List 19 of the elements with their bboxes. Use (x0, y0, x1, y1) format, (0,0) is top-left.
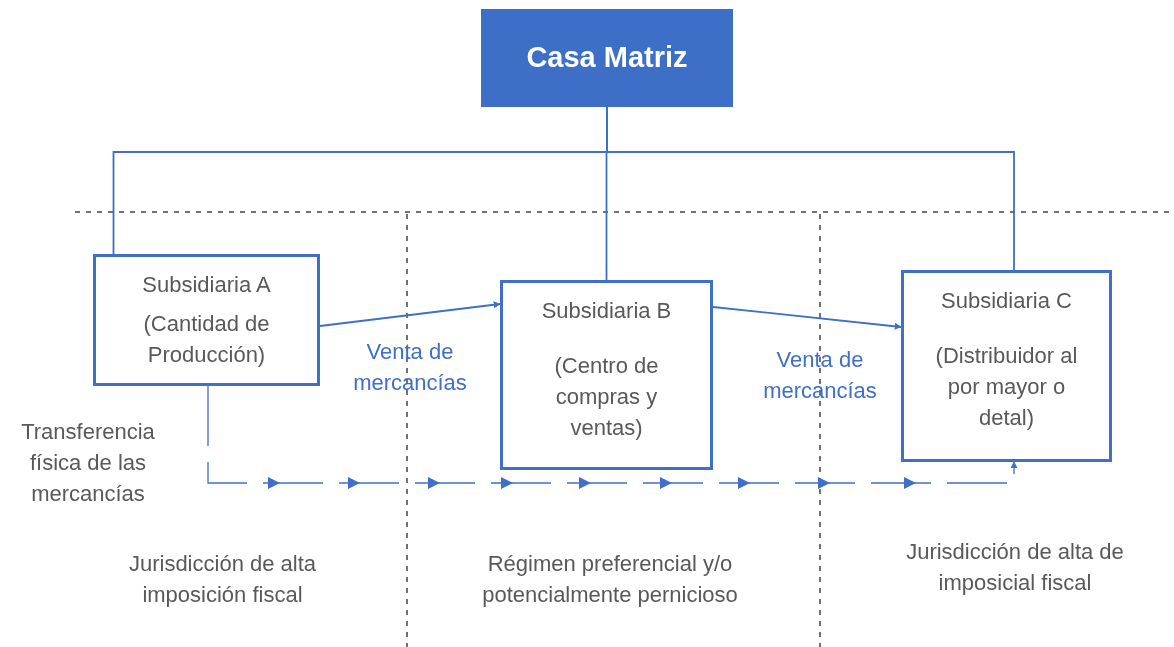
box-title: Subsidiaria B (540, 297, 673, 325)
edge-label: Venta de mercancías (352, 338, 468, 397)
edge-label: Transferencia física de las mercancías (20, 418, 156, 508)
header-box (481, 9, 733, 107)
region-label: Jurisdicción de alta imposición fiscal (127, 550, 318, 609)
box-description: (Distribuidor al por mayor o detal) (934, 342, 1079, 432)
arrow (712, 306, 902, 330)
box-description: (Centro de compras y ventas) (553, 352, 660, 442)
box-title: Subsidiaria A (141, 271, 272, 299)
box-title: Casa Matriz (526, 40, 688, 76)
region-label: Régimen preferencial y/o potencialmente pernicioso (481, 550, 739, 609)
box-title: Subsidiaria C (940, 287, 1073, 315)
arrow (319, 301, 501, 327)
subsidiary-box (93, 254, 320, 386)
subsidiary-box (500, 280, 713, 470)
box-description: (Cantidad de Producción) (142, 310, 271, 369)
region-label: Jurisdicción de alta de imposicial fiscal (905, 538, 1125, 597)
subsidiary-box (901, 270, 1112, 462)
edge-label: Venta de mercancías (762, 346, 878, 405)
